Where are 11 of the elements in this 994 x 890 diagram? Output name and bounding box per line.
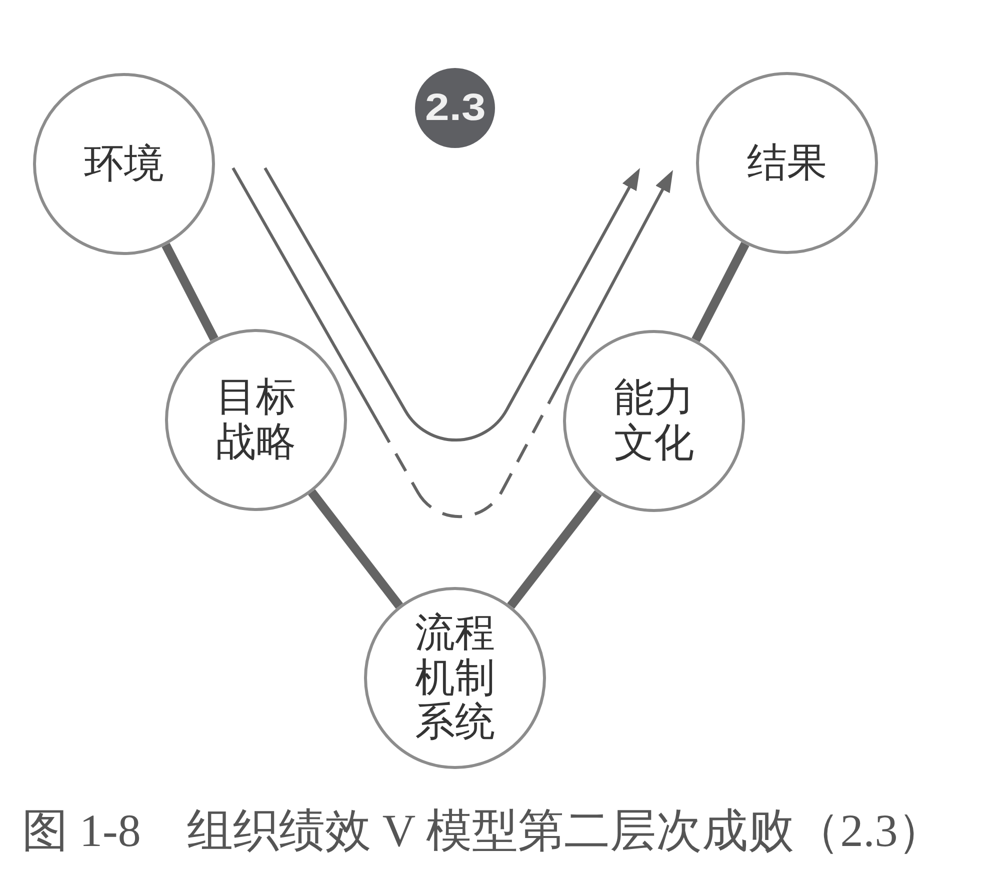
connector-line xyxy=(507,490,602,609)
connector-line xyxy=(162,242,218,342)
connector-line xyxy=(308,489,403,609)
node-label: 环境 xyxy=(83,142,165,186)
figure-caption: 图 1-8 组织绩效 V 模型第二层次成败（2.3） xyxy=(22,804,944,858)
badge-number: 2.3 xyxy=(424,86,486,130)
node-label: 目标战略 xyxy=(215,375,297,465)
node-label: 能力文化 xyxy=(613,376,695,466)
node-label: 流程机制系统 xyxy=(414,610,496,746)
connector-line xyxy=(692,242,750,342)
node-label: 结果 xyxy=(746,140,828,186)
